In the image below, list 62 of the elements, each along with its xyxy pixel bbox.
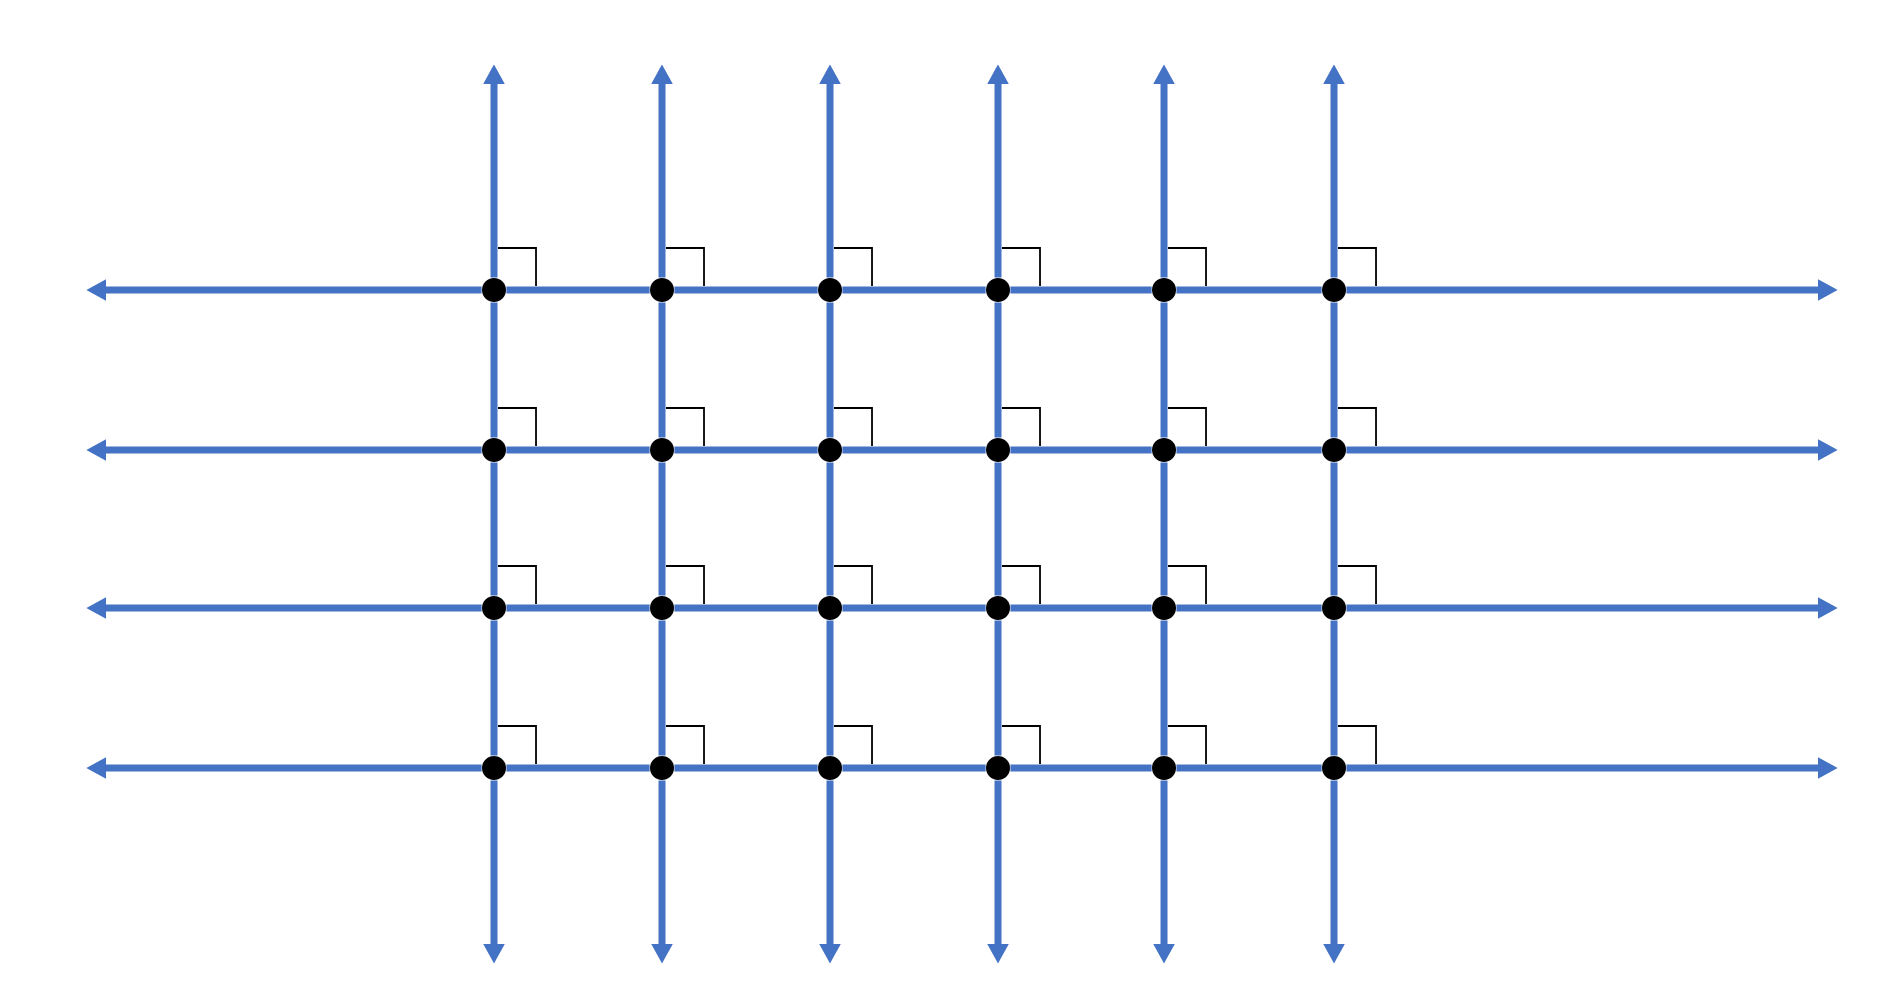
line-segment	[826, 302, 834, 438]
line-segment	[994, 620, 1002, 756]
intersection-point	[818, 278, 842, 302]
line-segment	[1010, 604, 1152, 612]
intersection-point	[1322, 756, 1347, 780]
intersection-point	[482, 278, 506, 302]
line-segment	[842, 764, 986, 772]
line-segment	[1176, 604, 1322, 612]
line-segment	[1160, 620, 1168, 756]
intersection-point	[650, 596, 674, 620]
line-segment	[1010, 764, 1152, 772]
line-segment	[842, 286, 986, 294]
intersection-point	[986, 278, 1010, 302]
line-segment	[490, 462, 498, 596]
intersection-point	[482, 756, 506, 780]
line-segment	[1160, 302, 1168, 438]
line-segment	[1010, 446, 1152, 454]
intersection-point	[818, 596, 842, 620]
line-segment	[1330, 620, 1338, 756]
line-segment	[842, 446, 986, 454]
line-segment	[1330, 302, 1338, 438]
intersection-point	[1152, 756, 1176, 780]
line-segment	[490, 620, 498, 756]
intersection-point	[650, 438, 674, 462]
line-segment	[674, 446, 818, 454]
intersection-point	[650, 278, 674, 302]
intersection-point	[986, 438, 1010, 462]
intersection-point	[818, 438, 842, 462]
line-segment	[826, 462, 834, 596]
intersection-point	[986, 596, 1010, 620]
line-segment	[658, 302, 666, 438]
line-segment	[1010, 286, 1152, 294]
line-segment	[506, 286, 650, 294]
line-segment	[490, 302, 498, 438]
line-segment	[674, 764, 818, 772]
line-segment	[674, 286, 818, 294]
line-segment	[506, 764, 650, 772]
intersection-point	[482, 596, 506, 620]
intersection-point	[818, 756, 842, 780]
line-segment	[506, 604, 650, 612]
line-segment	[1176, 764, 1322, 772]
intersection-point	[1152, 278, 1176, 302]
line-segment	[994, 462, 1002, 596]
line-segment	[1176, 446, 1322, 454]
line-segment	[1160, 462, 1168, 596]
line-segment	[506, 446, 650, 454]
line-segment	[674, 604, 818, 612]
line-segment	[1330, 462, 1338, 596]
line-segment	[842, 604, 986, 612]
line-segment	[658, 462, 666, 596]
line-segment	[658, 620, 666, 756]
line-segment	[826, 620, 834, 756]
intersection-point	[1152, 438, 1176, 462]
intersection-point	[986, 756, 1010, 780]
intersection-point	[1322, 438, 1347, 462]
line-segment	[994, 302, 1002, 438]
intersection-point	[1322, 278, 1347, 302]
intersection-point	[1152, 596, 1176, 620]
intersection-point	[650, 756, 674, 780]
line-segment	[1176, 286, 1322, 294]
intersection-point	[482, 438, 506, 462]
intersection-point	[1322, 596, 1347, 620]
